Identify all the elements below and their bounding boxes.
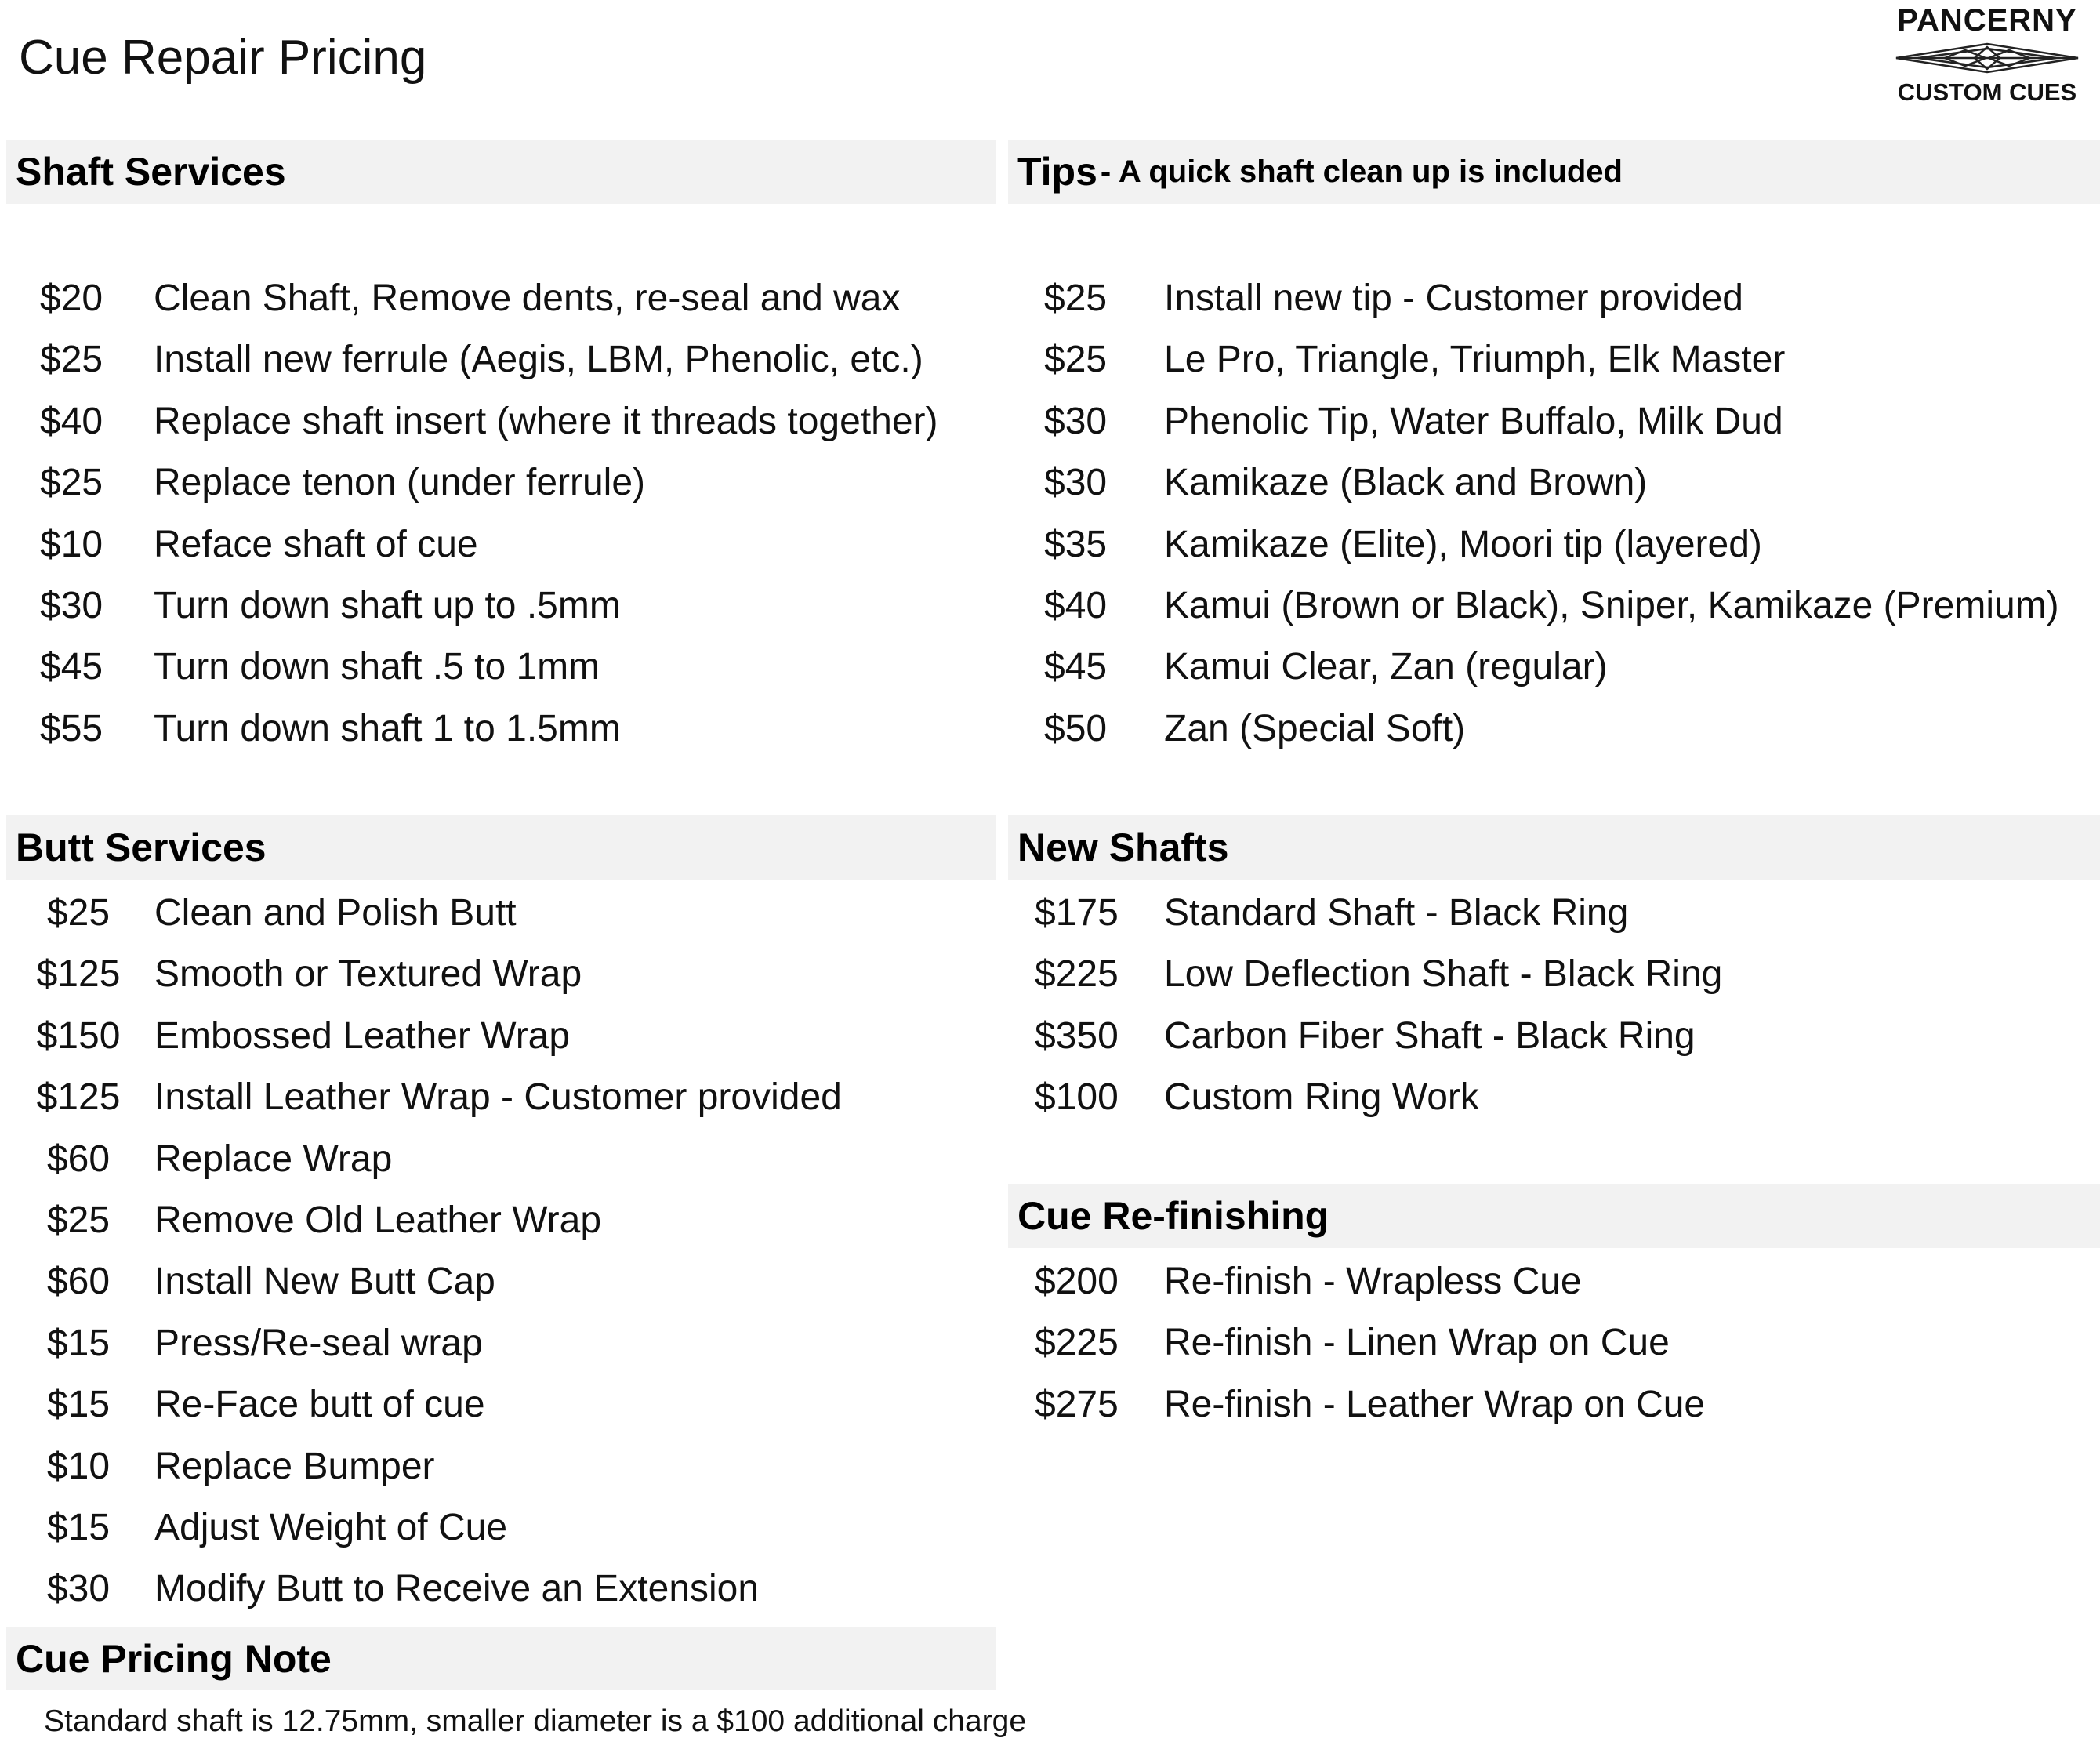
service-description: Standard Shaft - Black Ring xyxy=(1164,892,1629,934)
price: $40 xyxy=(40,400,103,442)
tips-header: Tips- A quick shaft clean up is included xyxy=(1008,140,2100,204)
price: $350 xyxy=(1035,1014,1119,1057)
service-description: Smooth or Textured Wrap xyxy=(154,953,582,996)
price: $30 xyxy=(1044,462,1108,504)
service-description: Low Deflection Shaft - Black Ring xyxy=(1164,953,1723,996)
service-description: Replace Wrap xyxy=(154,1138,393,1180)
new-shafts-title: New Shafts xyxy=(1017,826,1229,869)
tips-title: Tips xyxy=(1017,150,1097,194)
service-description: Re-finish - Wrapless Cue xyxy=(1164,1261,1582,1302)
price: $200 xyxy=(1035,1261,1119,1302)
service-description: Phenolic Tip, Water Buffalo, Milk Dud xyxy=(1164,400,1783,442)
service-description: Re-Face butt of cue xyxy=(154,1384,485,1426)
service-description: Kamui Clear, Zan (regular) xyxy=(1164,646,1608,688)
price: $25 xyxy=(1044,278,1108,319)
price: $225 xyxy=(1035,953,1119,996)
price: $25 xyxy=(46,892,111,934)
service-description: Re-finish - Linen Wrap on Cue xyxy=(1164,1322,1670,1364)
price: $275 xyxy=(1035,1383,1119,1425)
price: $45 xyxy=(40,646,103,688)
service-description: Turn down shaft 1 to 1.5mm xyxy=(154,707,621,749)
service-description: Install new tip - Customer provided xyxy=(1164,278,1743,319)
logo-bottom-text: CUSTOM CUES xyxy=(1897,78,2077,106)
price: $175 xyxy=(1035,892,1119,934)
price: $30 xyxy=(1044,400,1108,442)
pricing-note-title: Cue Pricing Note xyxy=(16,1637,332,1681)
butt-services-title: Butt Services xyxy=(16,826,267,869)
tips-subtitle: - A quick shaft clean up is included xyxy=(1100,154,1623,189)
butt-services-header: Butt Services xyxy=(6,815,996,880)
service-description: Kamikaze (Black and Brown) xyxy=(1164,462,1648,504)
service-description: Turn down shaft .5 to 1mm xyxy=(154,646,600,688)
refinishing-title: Cue Re-finishing xyxy=(1017,1194,1329,1238)
service-description: Replace shaft insert (where it threads t… xyxy=(154,400,938,442)
price: $15 xyxy=(46,1322,111,1364)
price: $225 xyxy=(1035,1322,1119,1364)
service-description: Kamikaze (Elite), Moori tip (layered) xyxy=(1164,523,1762,565)
service-description: Modify Butt to Receive an Extension xyxy=(154,1568,760,1610)
diamond-ornament-icon xyxy=(1895,42,2079,74)
price: $60 xyxy=(46,1261,111,1303)
price: $55 xyxy=(40,707,103,749)
service-description: Adjust Weight of Cue xyxy=(154,1506,508,1548)
shaft-services-title: Shaft Services xyxy=(16,150,286,194)
price: $25 xyxy=(40,462,103,504)
service-description: Zan (Special Soft) xyxy=(1164,707,1466,749)
logo-top-text: PANCERNY xyxy=(1897,3,2077,38)
price: $10 xyxy=(46,1445,111,1487)
price: $20 xyxy=(40,278,103,319)
service-description: Press/Re-seal wrap xyxy=(154,1322,483,1364)
price: $35 xyxy=(1044,523,1108,565)
price: $50 xyxy=(1044,707,1108,749)
price: $30 xyxy=(40,584,103,626)
price: $45 xyxy=(1044,646,1108,688)
price: $125 xyxy=(36,953,121,996)
service-description: Carbon Fiber Shaft - Black Ring xyxy=(1164,1014,1696,1057)
price: $15 xyxy=(46,1506,111,1548)
service-description: Clean and Polish Butt xyxy=(154,892,517,934)
shaft-services-header: Shaft Services xyxy=(6,140,996,204)
service-description: Replace tenon (under ferrule) xyxy=(154,462,646,504)
page-title: Cue Repair Pricing xyxy=(19,31,427,85)
pricing-note-header: Cue Pricing Note xyxy=(6,1627,996,1690)
new-shafts-header: New Shafts xyxy=(1008,815,2100,880)
refinishing-header: Cue Re-finishing xyxy=(1008,1184,2100,1248)
price: $25 xyxy=(40,339,103,381)
service-description: Re-finish - Leather Wrap on Cue xyxy=(1164,1383,1706,1425)
service-description: Install New Butt Cap xyxy=(154,1261,495,1303)
service-description: Install new ferrule (Aegis, LBM, Phenoli… xyxy=(154,339,923,381)
price: $150 xyxy=(36,1014,121,1057)
service-description: Embossed Leather Wrap xyxy=(154,1014,571,1057)
service-description: Turn down shaft up to .5mm xyxy=(154,584,621,626)
price: $15 xyxy=(46,1384,111,1426)
price: $125 xyxy=(36,1076,121,1119)
pricing-note-text: Standard shaft is 12.75mm, smaller diame… xyxy=(44,1704,1027,1738)
price: $60 xyxy=(46,1138,111,1180)
service-description: Remove Old Leather Wrap xyxy=(154,1199,602,1241)
service-description: Install Leather Wrap - Customer provided xyxy=(154,1076,842,1119)
price: $30 xyxy=(46,1568,111,1610)
service-description: Le Pro, Triangle, Triumph, Elk Master xyxy=(1164,339,1786,381)
brand-logo: PANCERNY CUSTOM CUES xyxy=(1877,0,2097,118)
service-description: Replace Bumper xyxy=(154,1445,435,1487)
price: $25 xyxy=(46,1199,111,1241)
price: $100 xyxy=(1035,1076,1119,1119)
service-description: Reface shaft of cue xyxy=(154,523,478,565)
price: $40 xyxy=(1044,584,1108,626)
service-description: Custom Ring Work xyxy=(1164,1076,1479,1119)
price: $25 xyxy=(1044,339,1108,381)
service-description: Kamui (Brown or Black), Sniper, Kamikaze… xyxy=(1164,584,2059,626)
price: $10 xyxy=(40,523,103,565)
service-description: Clean Shaft, Remove dents, re-seal and w… xyxy=(154,278,901,319)
